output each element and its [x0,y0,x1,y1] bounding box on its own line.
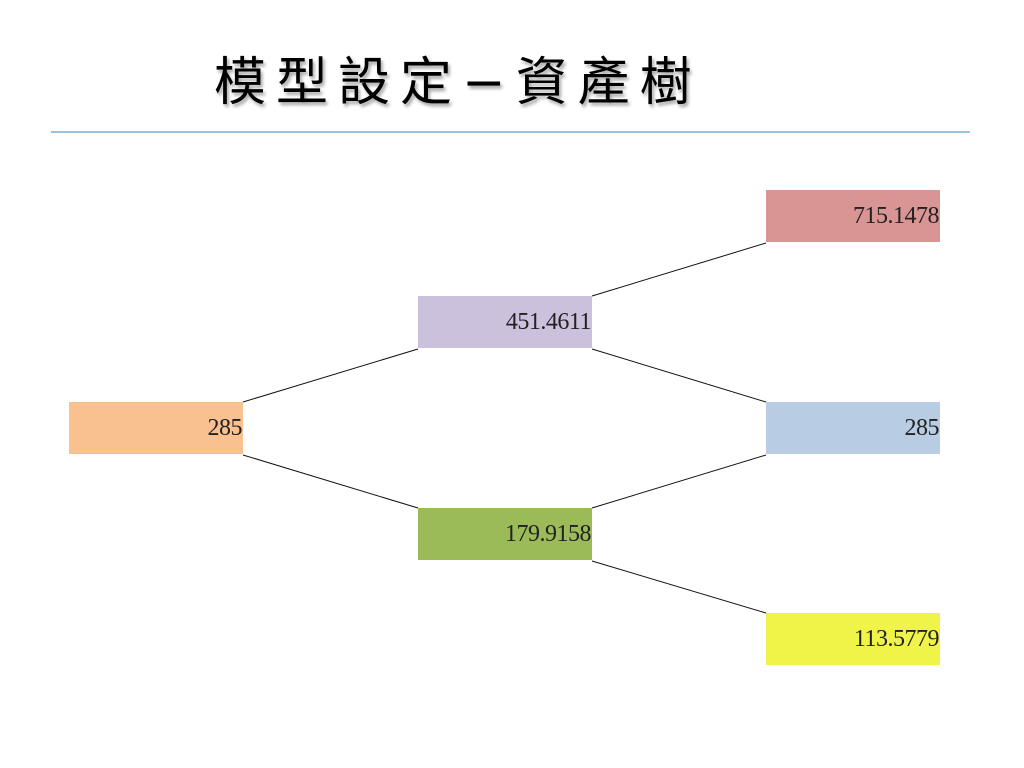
tree-node-up: 451.4611 [418,296,592,348]
node-value: 451.4611 [505,308,592,335]
edge-n1d-n2dd [591,560,767,614]
node-value: 285 [904,414,940,441]
node-value: 715.1478 [853,202,940,229]
tree-node-down-down: 113.5779 [766,613,940,665]
tree-node-root: 285 [69,402,243,454]
edge-n1u-n2uu [591,242,767,297]
edge-n1u-n2ud [591,348,767,403]
edge-n0-n1d [242,454,419,509]
node-value: 113.5779 [853,625,940,652]
node-value: 179.9158 [505,520,592,547]
title-divider [51,131,970,133]
tree-node-up-up: 715.1478 [766,190,940,242]
slide-title: 模型設定−資產樹 [214,53,702,113]
node-value: 285 [207,414,243,441]
tree-node-down: 179.9158 [418,508,592,560]
edge-n1d-n2ud [591,454,767,509]
edge-n0-n1u [242,348,419,403]
tree-node-up-down: 285 [766,402,940,454]
